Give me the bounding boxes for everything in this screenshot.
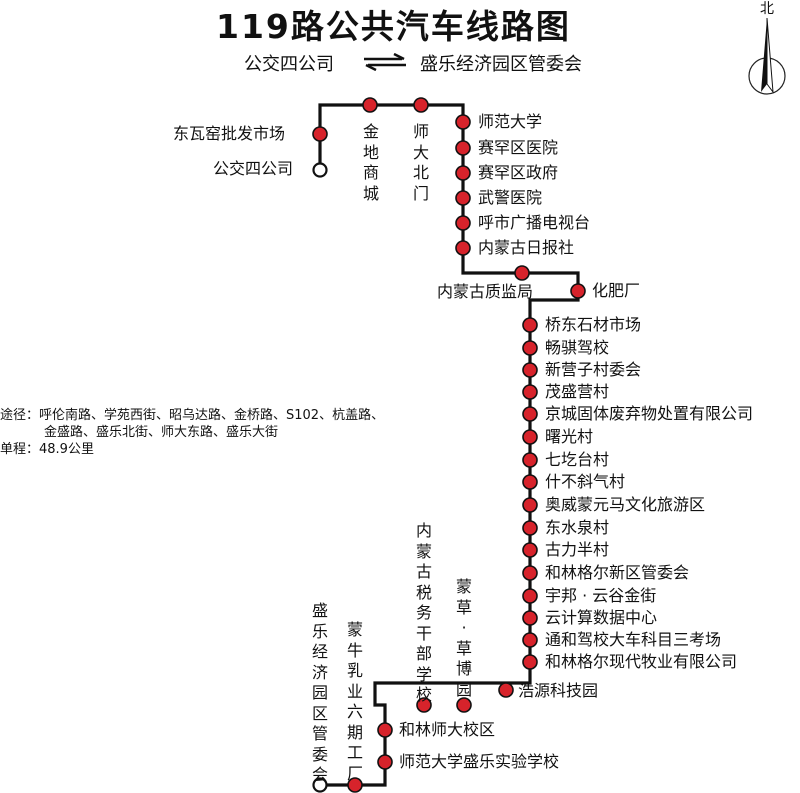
stop-label: 新营子村委会: [545, 360, 642, 379]
stop-marker: [347, 777, 363, 793]
stop-label: 曙光村: [545, 427, 594, 446]
stop-label: 东瓦窑批发市场: [173, 124, 286, 143]
stop-label: 盛乐经济园区管委会: [311, 601, 328, 784]
stop-marker: [455, 240, 471, 256]
stop-label: 赛罕区政府: [478, 163, 559, 182]
stop-marker: [413, 97, 429, 113]
stop-label: 云计算数据中心: [545, 608, 658, 627]
stop-label: 桥东石材市场: [545, 315, 642, 334]
stop-label: 师范大学: [478, 112, 543, 131]
page-title: 119路公共汽车线路图: [216, 7, 571, 46]
stop-label: 内蒙古日报社: [478, 238, 575, 257]
stop-label: 化肥厂: [592, 281, 641, 300]
stop-marker: [522, 520, 538, 536]
stop-marker: [522, 406, 538, 422]
stop-label: 和林师大校区: [399, 720, 496, 739]
stop-label: 什不斜气村: [545, 472, 626, 491]
stop-marker: [522, 497, 538, 513]
stop-marker: [455, 140, 471, 156]
stop-marker: [456, 697, 472, 713]
stop-label: 赛罕区医院: [478, 138, 559, 157]
stop-label: 师大北门: [412, 122, 429, 203]
stop-marker: [377, 722, 393, 738]
stop-marker: [522, 452, 538, 468]
stop-marker: [522, 474, 538, 490]
stop-marker: [514, 265, 530, 281]
stop-label: 和林格尔新区管委会: [545, 563, 690, 582]
stop-marker: [362, 97, 378, 113]
stop-label: 呼市广播电视台: [478, 213, 591, 232]
stop-marker: [522, 542, 538, 558]
stop-marker: [522, 610, 538, 626]
route-via-line2: 金盛路、盛乐北街、师大东路、盛乐大街: [44, 425, 279, 440]
stop-label: 畅骐驾校: [545, 338, 610, 357]
stop-marker: [522, 632, 538, 648]
stop-marker: [522, 362, 538, 378]
compass-icon: [748, 17, 786, 95]
stop-marker: [312, 126, 328, 142]
stop-label: 奥威蒙元马文化旅游区: [545, 495, 706, 514]
stop-marker: [416, 697, 432, 713]
terminal-stop-marker: [312, 777, 328, 793]
stop-label: 师范大学盛乐实验学校: [399, 752, 560, 771]
stop-label: 东水泉村: [545, 518, 610, 537]
stop-label: 公交四公司: [213, 159, 294, 178]
stop-marker: [455, 190, 471, 206]
stop-label: 古力半村: [545, 540, 610, 559]
stop-label: 通和驾校大车科目三考场: [545, 630, 722, 649]
stop-label: 七圪台村: [545, 450, 610, 469]
stop-marker: [455, 165, 471, 181]
route-via-line1: 途径：呼伦南路、学苑西街、昭乌达路、金桥路、S102、杭盖路、: [0, 408, 385, 423]
stop-label: 内蒙古税务干部学校: [415, 521, 432, 704]
stop-marker: [522, 654, 538, 670]
stop-marker: [522, 384, 538, 400]
stop-marker: [522, 429, 538, 445]
terminal-from-label: 公交四公司: [244, 54, 334, 75]
stop-label: 茂盛营村: [545, 382, 610, 401]
stop-marker: [455, 114, 471, 130]
stop-label: 蒙牛乳业六期工厂: [346, 620, 363, 783]
stop-label: 武警医院: [478, 188, 543, 207]
stop-marker: [377, 754, 393, 770]
stop-marker: [522, 588, 538, 604]
stop-label: 金地商城: [362, 122, 379, 203]
bidirectional-arrow-icon: [364, 53, 406, 71]
stop-marker: [498, 682, 514, 698]
stop-label: 京城固体废弃物处置有限公司: [545, 404, 754, 423]
stop-marker: [522, 565, 538, 581]
stop-marker: [570, 283, 586, 299]
route-path: [318, 103, 580, 787]
stop-label: 浩源科技园: [518, 681, 599, 700]
stop-marker: [522, 317, 538, 333]
terminal-stop-marker: [312, 162, 328, 178]
stop-label: 宇邦 · 云谷金街: [545, 586, 657, 605]
stop-marker: [522, 340, 538, 356]
compass-north-label: 北: [760, 1, 774, 17]
terminal-to-label: 盛乐经济园区管委会: [420, 54, 582, 75]
stop-marker: [455, 215, 471, 231]
stop-label: 蒙草 · 草博园: [455, 577, 472, 699]
stop-label: 和林格尔现代牧业有限公司: [545, 652, 738, 671]
stops-layer: [312, 97, 586, 793]
stop-label: 内蒙古质监局: [437, 282, 534, 301]
route-distance: 单程：48.9公里: [0, 442, 94, 457]
